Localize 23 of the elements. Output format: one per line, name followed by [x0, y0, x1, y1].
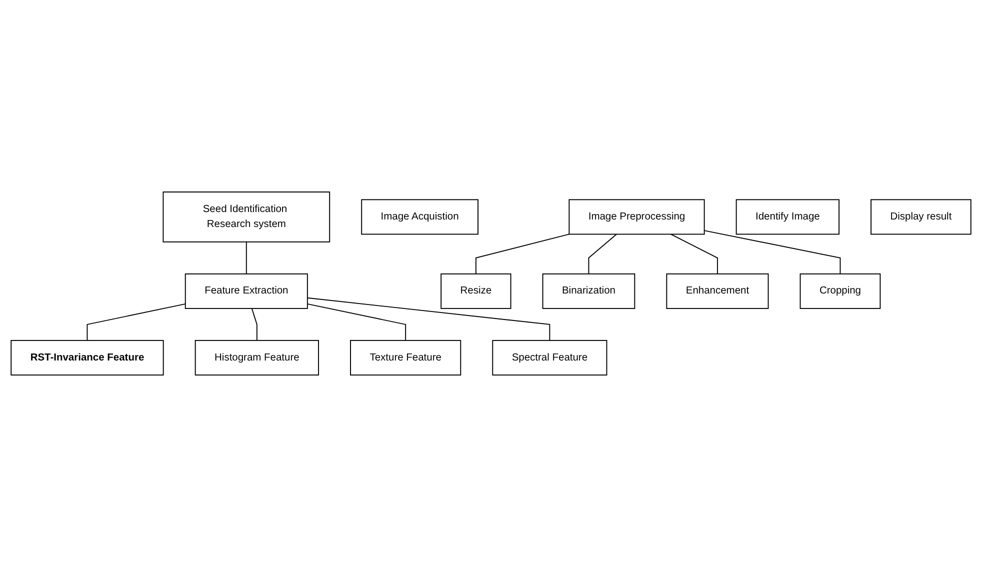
connector — [475, 234, 570, 274]
node-box: Spectral Feature — [492, 340, 608, 376]
node-box: Texture Feature — [350, 340, 462, 376]
connector — [670, 234, 718, 274]
node-box: Identify Image — [736, 199, 840, 235]
node-box: Histogram Feature — [194, 340, 319, 376]
connector — [246, 241, 247, 274]
node-box: Cropping — [800, 273, 881, 309]
node-box: Image Acquistion — [361, 199, 478, 235]
node-box: Feature Extraction — [184, 273, 308, 309]
connector — [86, 303, 186, 341]
node-box: Display result — [870, 199, 972, 235]
node-box: RST-Invariance Feature — [10, 340, 164, 376]
node-box: Binarization — [542, 273, 636, 309]
node-box: Enhancement — [666, 273, 769, 309]
connector — [306, 303, 406, 341]
connector — [251, 308, 258, 341]
node-box: Resize — [440, 273, 512, 309]
node-box: Image Preprocessing — [568, 199, 705, 235]
connector — [306, 297, 550, 341]
connector — [704, 230, 841, 274]
node-box: Seed Identification Research system — [162, 192, 330, 242]
connector — [588, 234, 617, 274]
